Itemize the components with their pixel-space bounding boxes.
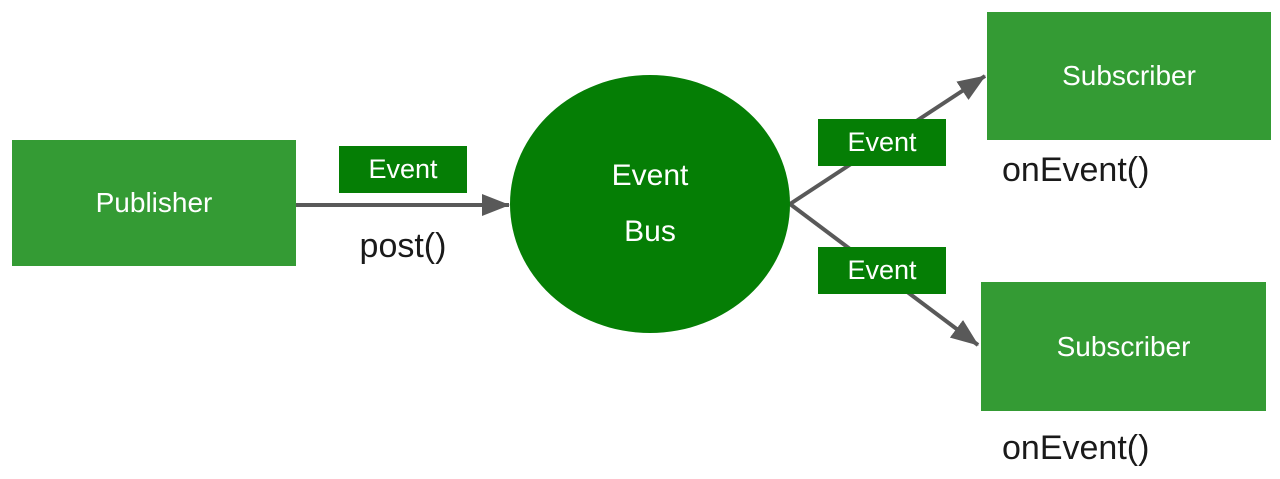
event-bus-node: Event Bus: [510, 75, 790, 333]
subscriber-top-label: Subscriber: [1062, 60, 1196, 91]
event-badge-top: Event: [818, 119, 946, 166]
publisher-label: Publisher: [95, 187, 213, 218]
subscriber-top-node: Subscriber: [987, 12, 1271, 140]
event-badge-publish: Event: [339, 146, 467, 193]
publisher-node: Publisher: [12, 140, 296, 266]
onevent-method-label-bottom: onEvent(): [1002, 429, 1150, 467]
event-bus-label-line1: Event: [611, 159, 689, 192]
event-bus-label-line2: Bus: [624, 215, 676, 248]
subscriber-bottom-node: Subscriber: [981, 282, 1266, 411]
post-method-label: post(): [359, 227, 447, 265]
subscriber-bottom-label: Subscriber: [1056, 330, 1191, 362]
event-badge-bottom-label: Event: [847, 255, 917, 285]
onevent-method-label-top: onEvent(): [1002, 151, 1150, 189]
event-badge-publish-label: Event: [368, 154, 438, 184]
event-badge-top-label: Event: [847, 127, 917, 157]
event-badge-bottom: Event: [818, 247, 946, 294]
